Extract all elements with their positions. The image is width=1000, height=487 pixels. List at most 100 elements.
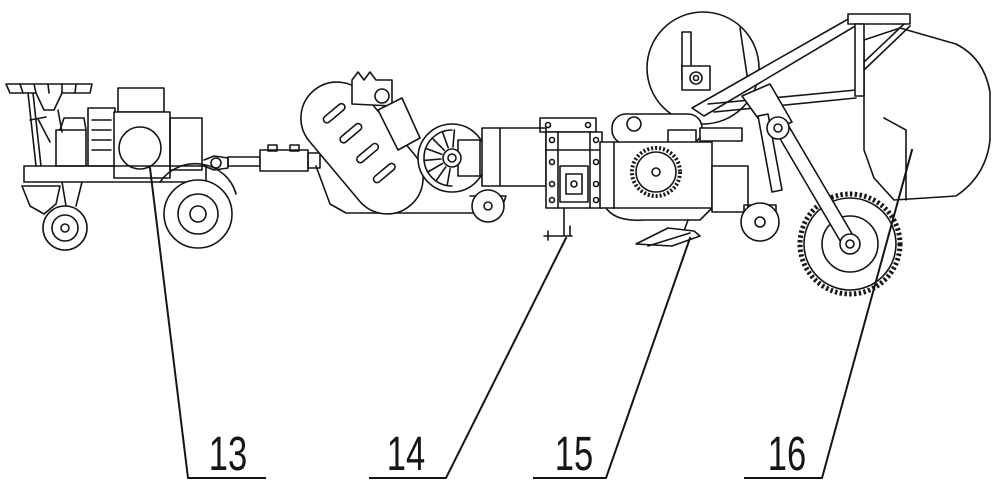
frame-beams	[691, 13, 911, 117]
drum-motor-housing	[681, 65, 711, 91]
hopper	[863, 27, 991, 201]
drum-motor	[374, 88, 390, 104]
front-bucket	[21, 185, 61, 215]
hopper-body	[863, 27, 991, 201]
lower-rails	[707, 89, 857, 113]
tractor-canopy	[5, 83, 93, 111]
drum-side-bracket	[739, 27, 749, 83]
bolt	[592, 180, 600, 188]
coupling-mechanism-core	[565, 173, 583, 195]
cylinder-port	[267, 144, 278, 152]
leader-lines	[148, 148, 914, 479]
drum-motor-shaft	[689, 71, 703, 85]
support-wheel-hub	[483, 201, 493, 211]
drum-motor-axle	[692, 74, 700, 82]
connecting-bar	[699, 127, 743, 142]
tank-body	[113, 111, 171, 179]
bolt	[548, 196, 556, 204]
drum-unit	[300, 71, 547, 223]
drum-slot	[356, 142, 380, 164]
front-wheel	[42, 205, 88, 251]
impeller-disc	[417, 123, 487, 193]
rear-rim	[177, 193, 219, 235]
callout-15-label: 15	[555, 426, 593, 480]
drum-top-box	[351, 71, 393, 107]
impeller-blades	[423, 129, 456, 187]
wheel-arm	[741, 83, 861, 255]
bolt	[544, 121, 552, 129]
drive-gear-hub	[651, 167, 661, 177]
tank-top	[117, 87, 165, 113]
impeller-ring	[423, 129, 453, 187]
drum-side-plate	[377, 97, 421, 151]
bolt	[548, 180, 556, 188]
callout-16-label: 16	[768, 426, 806, 480]
front-hub	[60, 223, 70, 233]
drum-slot	[372, 162, 396, 184]
tiller-unit	[599, 113, 780, 247]
arm-pivot-pin	[773, 123, 783, 133]
hopper-seam	[883, 117, 907, 201]
hitch-pin	[210, 157, 222, 169]
coupling-housing	[545, 131, 603, 209]
tiller-blade	[635, 227, 701, 247]
front-tire	[42, 205, 88, 251]
side-box	[169, 117, 203, 171]
bolt	[592, 196, 600, 204]
coupling-pin	[570, 180, 578, 188]
coupling-bolts	[544, 121, 600, 204]
arm-pivot	[766, 116, 790, 140]
saw-rim	[803, 197, 897, 291]
tank-cylinder	[118, 126, 162, 170]
frame-brace	[863, 23, 911, 71]
rear-hub	[189, 205, 207, 223]
leader-13	[148, 166, 266, 479]
rear-box	[711, 165, 749, 213]
front-rim	[51, 214, 79, 242]
arm-lever	[757, 113, 783, 193]
roller-end	[626, 116, 642, 132]
drum-slot	[322, 102, 346, 124]
engine-fins	[91, 119, 112, 151]
impeller-axle	[447, 153, 457, 163]
drive-gear	[630, 146, 682, 198]
cylinder-end-fitting	[307, 152, 321, 169]
hitch-linkage	[203, 144, 321, 172]
tractor-unit	[5, 83, 237, 251]
tiller-blade-edge	[647, 232, 691, 247]
coupling-top-bar	[539, 117, 597, 133]
rear-fender	[159, 162, 237, 195]
gearbox	[481, 127, 547, 187]
rear-wheel	[163, 179, 233, 249]
bolt	[548, 136, 556, 144]
steering-wheel	[29, 116, 51, 143]
drive-gear-body	[635, 151, 677, 193]
coupling-mechanism	[559, 165, 589, 203]
vertical-post	[854, 23, 865, 97]
rear-tire	[163, 179, 233, 249]
callout-13-label: 13	[209, 426, 247, 480]
callout-14-label: 14	[387, 426, 425, 480]
engine-block	[87, 107, 116, 167]
coupling-assembly	[539, 117, 603, 241]
bolt	[592, 158, 600, 166]
callout-labels: 13 14 15 16	[209, 426, 806, 480]
operator-seat	[55, 129, 87, 167]
bolt	[592, 136, 600, 144]
cylinder-port	[289, 144, 300, 152]
drum-slot	[339, 122, 363, 144]
saw-hub	[839, 233, 861, 255]
cylinder-rod	[227, 156, 261, 167]
support-wheel	[471, 189, 505, 223]
depth-wheel-hub	[754, 216, 766, 228]
seat-back	[59, 117, 87, 131]
canopy-ribs	[19, 83, 77, 94]
bolt	[584, 121, 592, 129]
top-bar	[847, 13, 911, 25]
saw-inner-ring	[821, 215, 879, 273]
leader-16	[744, 148, 914, 479]
housing-bottom	[605, 207, 713, 222]
coupling-dividers	[545, 131, 603, 209]
